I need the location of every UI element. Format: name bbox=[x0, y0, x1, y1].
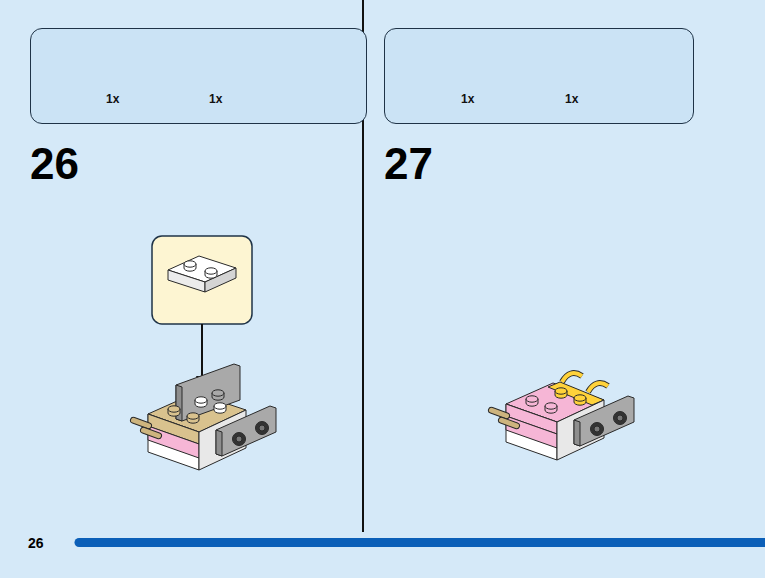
part-quantity: 1x bbox=[106, 92, 119, 106]
model-step-27 bbox=[488, 373, 634, 460]
step-number: 27 bbox=[384, 142, 433, 186]
subassembly-callout bbox=[152, 236, 252, 324]
placement-arrow bbox=[201, 324, 203, 378]
part-quantity: 1x bbox=[565, 92, 578, 106]
page-bar bbox=[75, 538, 765, 547]
part-quantity: 1x bbox=[461, 92, 474, 106]
parts-list-box: 1x 1x bbox=[30, 28, 367, 124]
model-step-26 bbox=[130, 364, 276, 470]
parts-list-box: 1x 1x bbox=[384, 28, 694, 124]
step-number: 26 bbox=[30, 142, 79, 186]
part-quantity: 1x bbox=[209, 92, 222, 106]
white-plate-callout bbox=[168, 256, 236, 292]
page-number: 26 bbox=[28, 536, 44, 550]
